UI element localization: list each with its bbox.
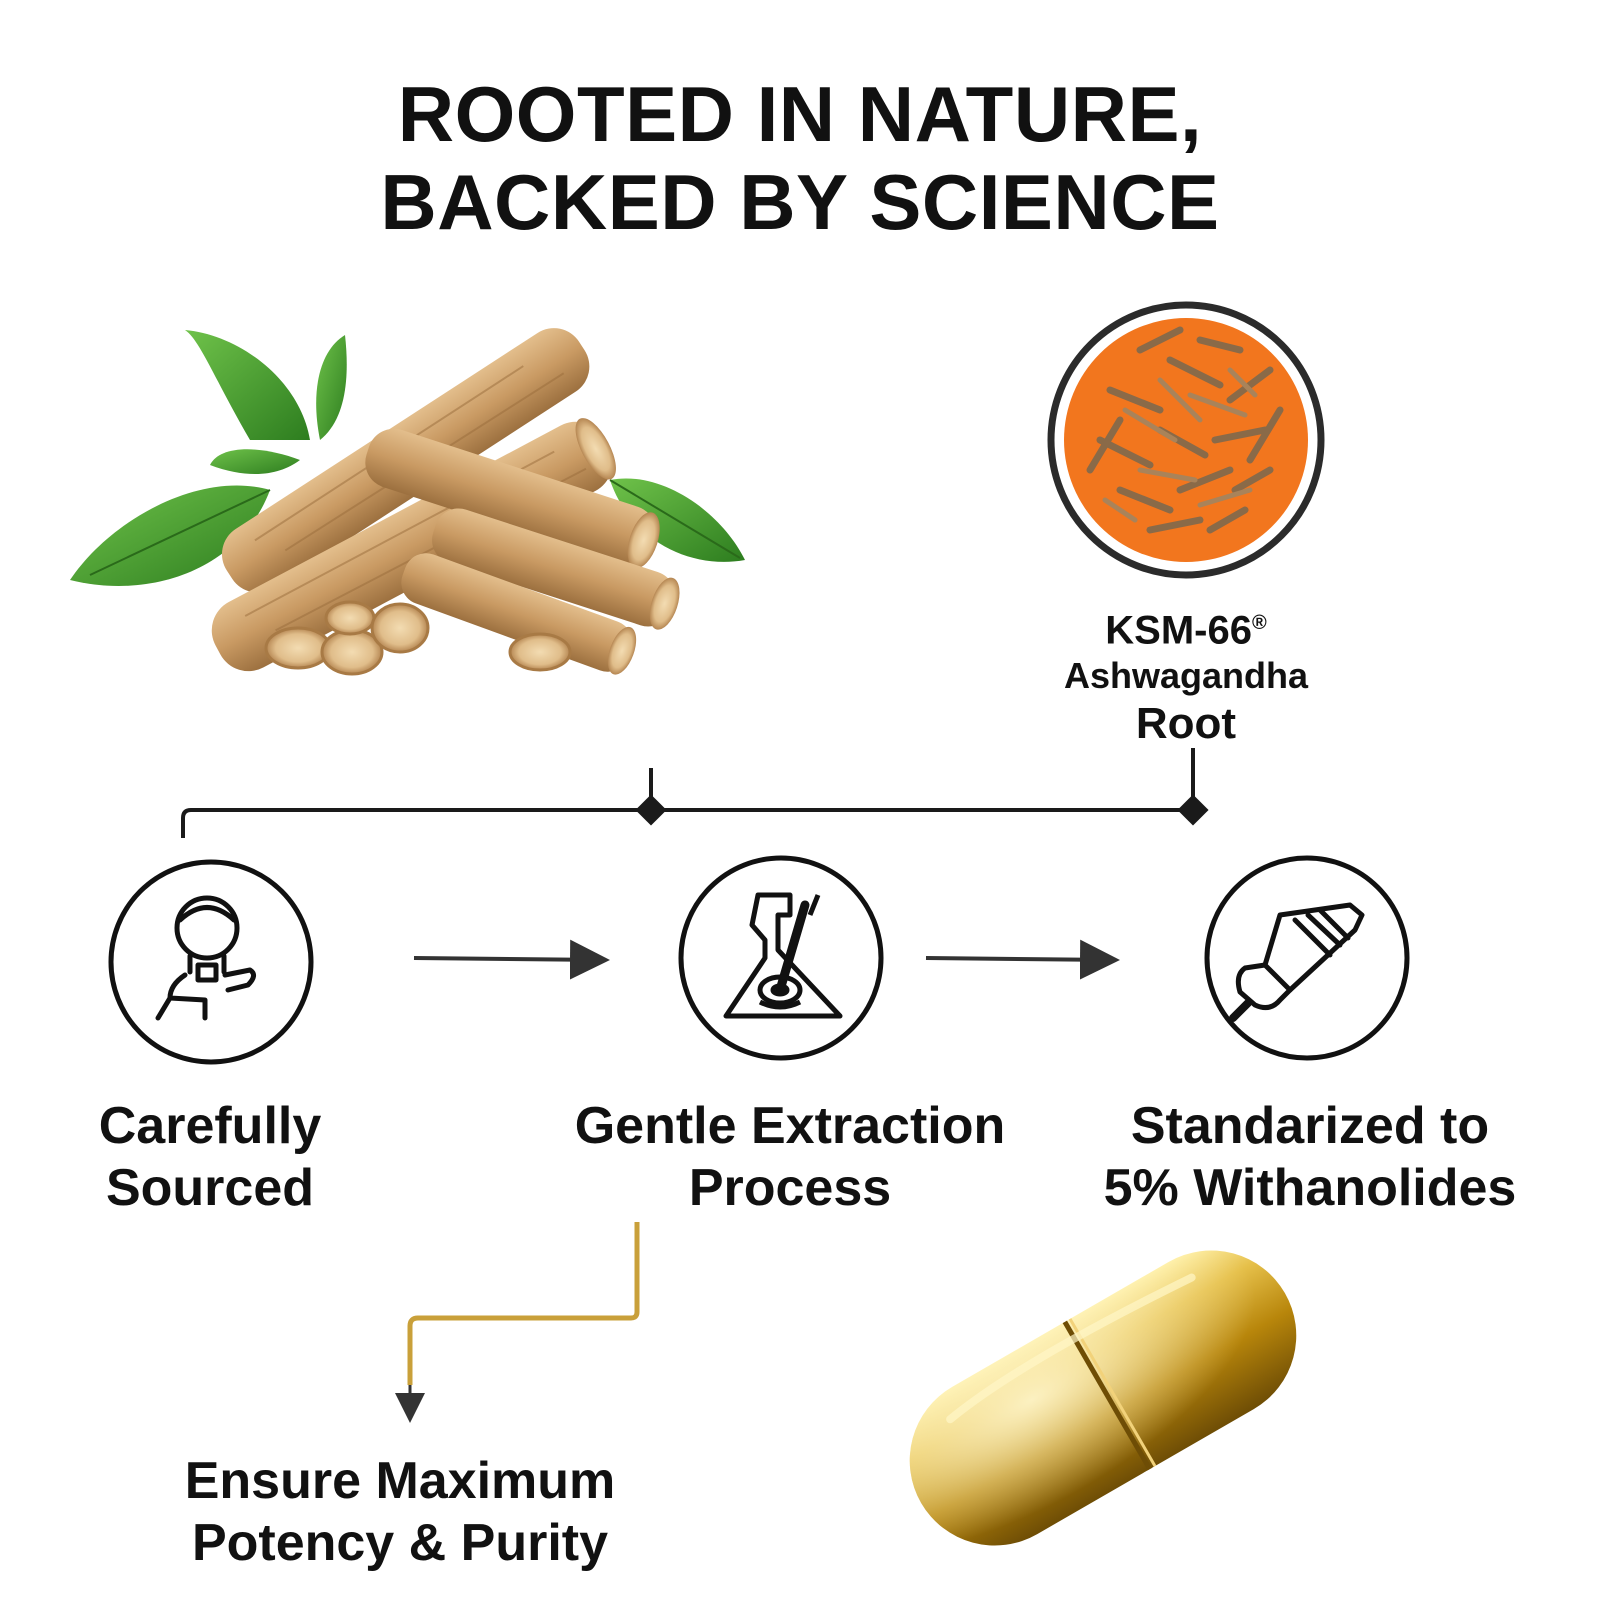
dropper-icon xyxy=(1229,902,1365,1022)
step-label-line: Gentle Extraction xyxy=(574,1097,1006,1155)
connector-node xyxy=(635,794,667,826)
leaf xyxy=(185,330,310,440)
ingredient-line-3: Root xyxy=(1135,699,1237,748)
step-label-line: Carefully xyxy=(98,1097,322,1155)
result-label-line: Ensure Maximum xyxy=(184,1452,616,1510)
step-circle xyxy=(1204,855,1410,1061)
ksm66-root-badge xyxy=(1047,301,1325,579)
leaf xyxy=(316,335,347,440)
connector-node xyxy=(1177,794,1209,826)
step-label-line: Sourced xyxy=(105,1159,315,1217)
arrow-connector xyxy=(413,939,610,980)
root-slice xyxy=(508,632,572,672)
step-label-line: Standarized to xyxy=(1130,1097,1490,1155)
ingredient-name-text: KSM-66 xyxy=(1105,608,1252,653)
leaf xyxy=(210,449,300,475)
root-slice xyxy=(264,626,332,670)
ingredient-line-2: Ashwagandha xyxy=(1063,655,1309,696)
flow-connector xyxy=(181,748,1195,838)
headline: ROOTED IN NATURE, BACKED BY SCIENCE xyxy=(0,70,1600,246)
registered-mark: ® xyxy=(1251,612,1267,634)
arrow-connector xyxy=(925,939,1120,980)
root-slice xyxy=(370,602,430,654)
step-label-line: 5% Withanolides xyxy=(1103,1159,1517,1217)
person-icon xyxy=(155,895,256,1021)
root-slice xyxy=(324,600,376,636)
step-label-extraction: Gentle Extraction Process xyxy=(540,1095,1040,1219)
step-label-sourced: Carefully Sourced xyxy=(60,1095,360,1219)
step-label-standardized: Standarized to 5% Withanolides xyxy=(1070,1095,1550,1219)
headline-line-2: BACKED BY SCIENCE xyxy=(380,158,1220,246)
headline-line-1: ROOTED IN NATURE, xyxy=(397,70,1203,158)
flask-icon xyxy=(723,892,843,1019)
gold-connector xyxy=(407,1222,640,1385)
step-label-line: Process xyxy=(688,1159,892,1217)
result-label: Ensure Maximum Potency & Purity xyxy=(140,1450,660,1574)
ashwagandha-roots-illustration xyxy=(70,328,745,676)
step-circle xyxy=(108,859,314,1065)
step-circle xyxy=(678,855,884,1061)
result-label-line: Potency & Purity xyxy=(191,1514,609,1572)
ingredient-name: KSM-66® xyxy=(1036,600,1336,653)
gold-capsule-illustration xyxy=(909,1250,1297,1546)
